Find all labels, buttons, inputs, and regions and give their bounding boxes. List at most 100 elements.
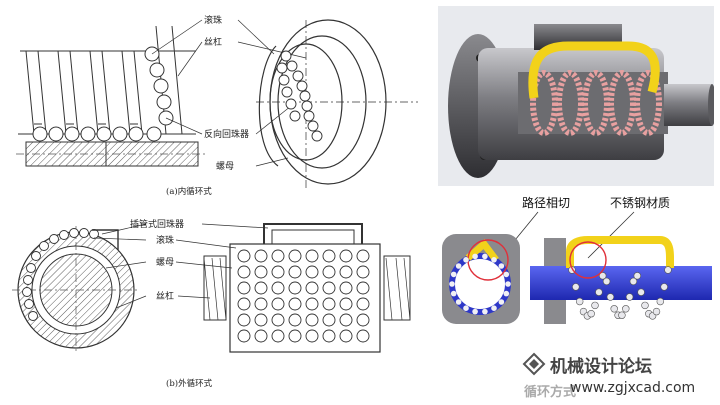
detail-ball bbox=[587, 309, 595, 318]
ring-ball bbox=[505, 281, 511, 287]
grid-ball bbox=[322, 249, 336, 263]
detail-ball bbox=[618, 311, 626, 319]
watermark-url: www.zgjxcad.com bbox=[570, 380, 695, 396]
ring-ball bbox=[463, 257, 469, 263]
ring-ball bbox=[482, 253, 488, 260]
detail-ball bbox=[595, 288, 603, 296]
ballscrew-3d-render bbox=[438, 6, 714, 186]
detail-ball bbox=[602, 277, 611, 286]
grid-ball bbox=[339, 313, 353, 327]
ring-ball bbox=[482, 308, 488, 315]
detail-ball bbox=[629, 277, 638, 286]
detail-ball bbox=[633, 272, 642, 280]
grid-ball bbox=[271, 265, 285, 279]
external-side-view bbox=[203, 223, 411, 353]
ring-ball bbox=[498, 299, 505, 305]
grid-ball bbox=[305, 313, 319, 327]
detail-ball bbox=[664, 266, 672, 274]
label-return-device: 反向回珠器 bbox=[204, 128, 249, 140]
grid-ball bbox=[288, 297, 302, 311]
ring-ball bbox=[491, 305, 497, 311]
return-tube bbox=[528, 41, 660, 99]
grid-ball bbox=[271, 297, 285, 311]
grid-ball bbox=[356, 265, 370, 279]
coil-ring bbox=[634, 70, 662, 136]
grid-ball bbox=[339, 329, 353, 343]
ring-ball bbox=[463, 305, 469, 311]
grid-ball bbox=[356, 313, 370, 327]
detail-ball bbox=[599, 272, 607, 280]
label-stainless-material: 不锈钢材质 bbox=[610, 196, 670, 210]
grid-ball bbox=[271, 281, 285, 295]
ball-coils bbox=[530, 70, 662, 136]
label-nut: 螺母 bbox=[216, 161, 234, 172]
grid-ball bbox=[288, 249, 302, 263]
detail-ball bbox=[625, 293, 634, 301]
detail-ball bbox=[622, 305, 630, 313]
label-tube-return: 插管式回珠器 bbox=[130, 218, 184, 230]
label-tangent-path: 路径相切 bbox=[522, 195, 570, 210]
grid-ball bbox=[254, 281, 268, 295]
label-nut-ext: 螺母 bbox=[156, 257, 174, 268]
detail-ball bbox=[656, 297, 665, 306]
grid-ball bbox=[237, 265, 251, 279]
ball-row bbox=[32, 46, 174, 142]
grid-ball bbox=[237, 281, 251, 295]
nut-ring-balls bbox=[276, 50, 323, 142]
detail-ball bbox=[610, 305, 618, 313]
label-screw-ext: 丝杠 bbox=[156, 290, 174, 302]
grid-ball bbox=[356, 297, 370, 311]
grid-ball bbox=[254, 249, 268, 263]
grid-ball bbox=[322, 281, 336, 295]
grid-ball bbox=[305, 297, 319, 311]
screw-shaft bbox=[664, 84, 712, 126]
detail-ball bbox=[652, 307, 661, 316]
grid-ball bbox=[322, 313, 336, 327]
grid-ball bbox=[254, 265, 268, 279]
ring-ball bbox=[455, 299, 462, 305]
grid-ball bbox=[322, 265, 336, 279]
detail-ball bbox=[591, 301, 599, 310]
coil-ring bbox=[582, 70, 610, 136]
grid-ball bbox=[288, 265, 302, 279]
grid-ball bbox=[271, 313, 285, 327]
grid-ball bbox=[254, 297, 268, 311]
watermark-partial-text: 循环方式 bbox=[524, 384, 576, 400]
grid-ball bbox=[339, 249, 353, 263]
ring-ball bbox=[472, 308, 478, 315]
grid-ball bbox=[305, 265, 319, 279]
ring-ball bbox=[455, 263, 462, 269]
detail-ball bbox=[572, 283, 580, 291]
ring-ball bbox=[449, 281, 455, 287]
grid-ball bbox=[339, 265, 353, 279]
grid-ball bbox=[288, 329, 302, 343]
external-section-balls bbox=[22, 228, 99, 321]
return-path-detail: 路径相切 不锈钢材质 bbox=[438, 194, 714, 354]
grid-ball bbox=[237, 297, 251, 311]
external-cross-section bbox=[12, 226, 140, 354]
grid-ball bbox=[322, 329, 336, 343]
ring-ball bbox=[503, 290, 510, 297]
grid-ball bbox=[305, 281, 319, 295]
grid-ball bbox=[305, 249, 319, 263]
ring-ball bbox=[472, 253, 478, 260]
coil-ring bbox=[556, 70, 584, 136]
ring-ball bbox=[498, 263, 505, 269]
diamond-logo-icon bbox=[522, 352, 546, 376]
internal-circulation-diagram: 滚珠 丝杠 反向回珠器 螺母 (a)内循环式 bbox=[6, 6, 420, 202]
ring-section bbox=[442, 234, 520, 324]
grid-ball bbox=[288, 281, 302, 295]
coil-ring bbox=[530, 70, 558, 136]
label-screw: 丝杠 bbox=[204, 36, 222, 48]
grid-ball bbox=[237, 329, 251, 343]
ring-ball bbox=[503, 271, 510, 278]
forum-watermark: 机械设计论坛 循环方式 www.zgjxcad.com bbox=[520, 352, 716, 402]
detail-ball bbox=[660, 283, 668, 291]
grid-ball bbox=[339, 297, 353, 311]
grid-ball bbox=[237, 313, 251, 327]
grid-ball bbox=[305, 329, 319, 343]
detail-ball bbox=[606, 293, 615, 301]
coil-ring bbox=[608, 70, 636, 136]
external-circulation-diagram: 插管式回珠器 滚珠 螺母 丝杠 (b)外循环式 bbox=[6, 208, 420, 398]
detail-ball bbox=[637, 288, 645, 296]
